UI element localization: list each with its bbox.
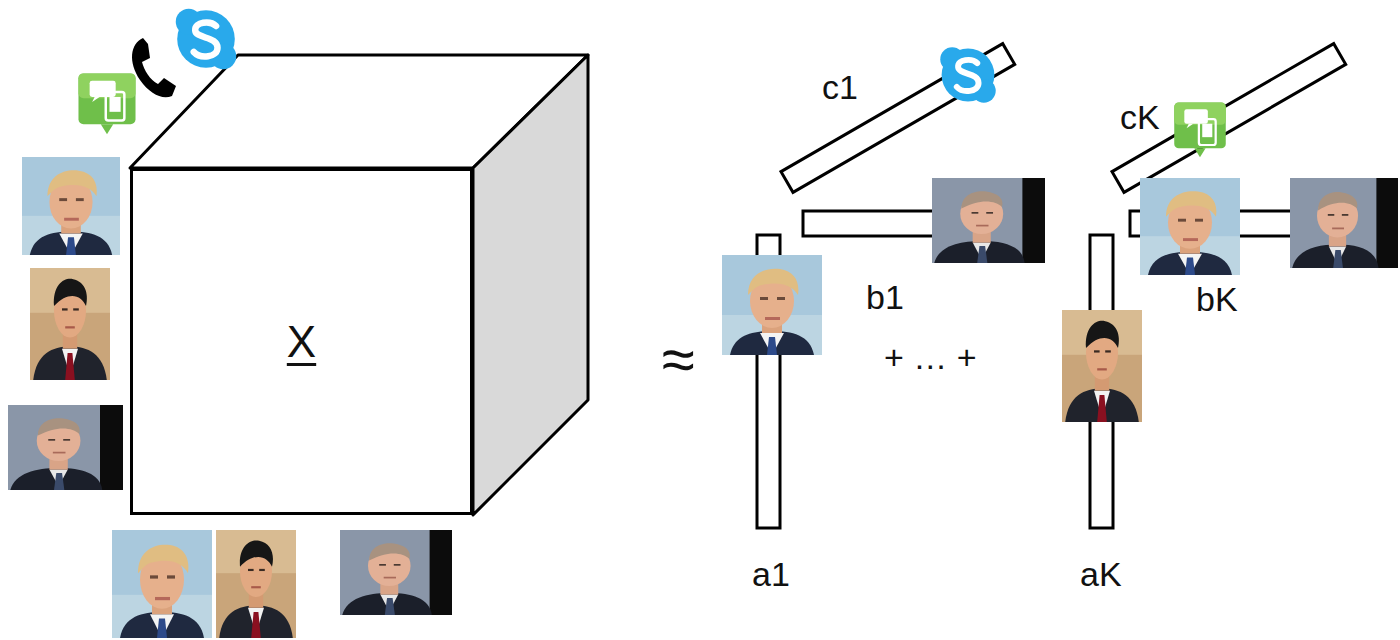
sms-icon: [78, 73, 135, 134]
tensor-name: X: [287, 317, 316, 367]
skype-icon: [940, 47, 995, 102]
portrait-putin: [932, 178, 1045, 263]
tensor-cube-front: X: [130, 168, 473, 515]
skype-icon: [176, 9, 236, 69]
sms-icon: [1174, 102, 1226, 157]
portrait-xi: [30, 268, 110, 380]
approx-sign: ≈: [662, 330, 695, 390]
factor-label: aK: [1080, 557, 1122, 591]
factor-bar-c: [781, 44, 1015, 193]
factor-label: bK: [1196, 282, 1238, 316]
factor-label: b1: [866, 280, 904, 314]
portrait-trump: [722, 255, 822, 355]
portrait-putin: [8, 405, 123, 490]
portrait-xi: [1062, 310, 1142, 422]
factor-label: a1: [752, 557, 790, 591]
portrait-trump: [112, 530, 212, 638]
portrait-trump: [22, 157, 120, 255]
sum-ellipsis: + … +: [884, 340, 977, 374]
portrait-putin: [1290, 178, 1398, 268]
factor-label: cK: [1120, 100, 1160, 134]
phone-icon: [132, 38, 176, 97]
portrait-putin: [340, 530, 452, 615]
portrait-trump: [1140, 178, 1240, 275]
cube-side: [473, 55, 588, 515]
factor-bar-c: [1112, 44, 1346, 193]
portrait-xi: [216, 530, 296, 638]
factor-label: c1: [822, 70, 858, 104]
